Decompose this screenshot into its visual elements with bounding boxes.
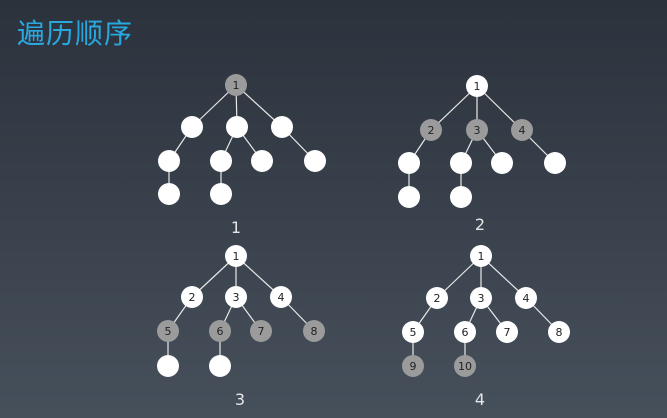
tree-node xyxy=(496,321,518,343)
tree-node xyxy=(402,355,424,377)
tree-node-label: 6 xyxy=(217,325,224,338)
tree-node xyxy=(271,116,293,138)
tree-node xyxy=(157,355,179,377)
tree-diagram-1: 11 xyxy=(158,74,326,237)
tree-node xyxy=(181,116,203,138)
tree-node-label: 10 xyxy=(458,360,472,373)
tree-node-label: 4 xyxy=(523,292,530,305)
tree-node xyxy=(225,245,247,267)
tree-node xyxy=(226,116,248,138)
tree-node xyxy=(303,320,325,342)
tree-node xyxy=(454,355,476,377)
tree-node xyxy=(450,186,472,208)
diagram-caption: 2 xyxy=(475,215,485,234)
tree-node-label: 4 xyxy=(278,291,285,304)
tree-node xyxy=(466,75,488,97)
tree-node-label: 8 xyxy=(311,325,318,338)
tree-node xyxy=(548,321,570,343)
tree-node xyxy=(158,183,180,205)
tree-node-label: 7 xyxy=(258,325,265,338)
tree-node xyxy=(470,245,492,267)
tree-node xyxy=(158,150,180,172)
tree-node xyxy=(402,321,424,343)
tree-node-label: 8 xyxy=(556,326,563,339)
tree-node xyxy=(209,355,231,377)
page-title: 遍历顺序 xyxy=(17,17,134,50)
tree-node xyxy=(251,150,273,172)
tree-node-label: 7 xyxy=(504,326,511,339)
tree-node xyxy=(210,183,232,205)
tree-node xyxy=(209,320,231,342)
tree-node xyxy=(398,152,420,174)
tree-node xyxy=(466,119,488,141)
tree-node-label: 3 xyxy=(478,292,485,305)
tree-node-label: 1 xyxy=(233,250,240,263)
tree-diagram-3: 1 2 3 4 5 6 7 8 3 xyxy=(157,245,325,409)
tree-node-label: 3 xyxy=(233,291,240,304)
tree-diagram-2: 1 2 3 4 2 xyxy=(398,75,566,234)
tree-node xyxy=(157,320,179,342)
tree-node-label: 1 xyxy=(233,79,240,92)
tree-node-label: 2 xyxy=(434,292,441,305)
tree-node-label: 6 xyxy=(462,326,469,339)
tree-node xyxy=(450,152,472,174)
tree-node xyxy=(544,152,566,174)
tree-diagram-4: 1 2 3 4 5 6 7 8 9 10 4 xyxy=(402,245,570,409)
diagram-caption: 4 xyxy=(475,390,485,409)
tree-node xyxy=(426,287,448,309)
tree-node xyxy=(511,119,533,141)
tree-node-label: 1 xyxy=(474,80,481,93)
tree-node xyxy=(225,74,247,96)
tree-node xyxy=(210,150,232,172)
tree-node xyxy=(470,287,492,309)
tree-node xyxy=(225,286,247,308)
tree-node xyxy=(398,186,420,208)
tree-node-label: 2 xyxy=(189,291,196,304)
tree-node xyxy=(181,286,203,308)
tree-node-label: 3 xyxy=(474,124,481,137)
tree-node xyxy=(491,152,513,174)
tree-node-label: 4 xyxy=(519,124,526,137)
tree-node-label: 5 xyxy=(165,325,172,338)
tree-node-label: 1 xyxy=(478,250,485,263)
tree-node xyxy=(420,119,442,141)
tree-node xyxy=(515,287,537,309)
tree-node xyxy=(250,320,272,342)
tree-node-label: 9 xyxy=(410,360,417,373)
tree-node xyxy=(270,286,292,308)
tree-node xyxy=(454,321,476,343)
diagram-caption: 3 xyxy=(235,390,245,409)
tree-node-label: 2 xyxy=(428,124,435,137)
tree-node-label: 5 xyxy=(410,326,417,339)
tree-node xyxy=(304,150,326,172)
diagram-caption: 1 xyxy=(231,218,241,237)
